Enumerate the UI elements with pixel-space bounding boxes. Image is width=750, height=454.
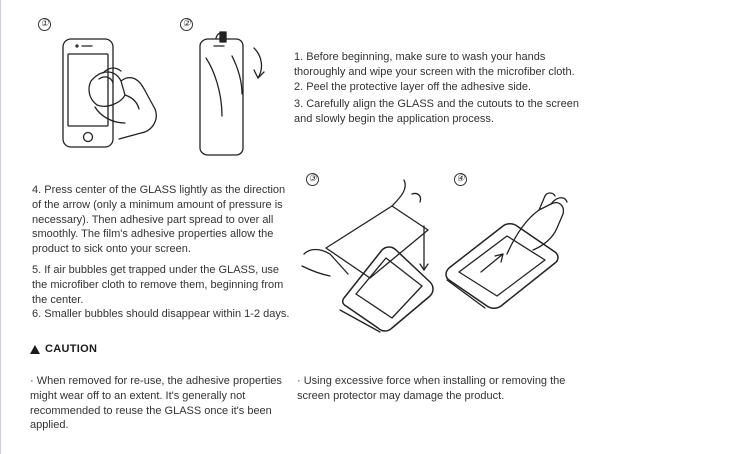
step-number-1: ① [38, 18, 51, 31]
steps-top-text: 1. Before beginning, make sure to wash y… [294, 50, 584, 127]
step-number-3: ③ [306, 173, 319, 186]
caution-heading: CAUTION [30, 343, 97, 355]
step-3-text: 3. Carefully align the GLASS and the cut… [294, 98, 579, 126]
apply-glass-illustration [301, 179, 434, 333]
step-6-text: 6. Smaller bubbles should disappear with… [32, 308, 290, 321]
wipe-screen-illustration [62, 38, 157, 148]
warning-icon [30, 344, 40, 354]
step-1-text: 1. Before beginning, make sure to wash y… [294, 51, 575, 78]
step-4-text: 4. Press center of the GLASS lightly as … [32, 184, 286, 256]
step-2-text: 2. Peel the protective layer off the adh… [294, 80, 532, 93]
step-5-text: 5. If air bubbles get trapped under the … [32, 263, 284, 306]
caution-title: CAUTION [45, 343, 98, 355]
window-edge [0, 0, 1, 454]
steps-bottom-text: 4. Press center of the GLASS lightly as … [32, 183, 294, 322]
caution-left-text: · When removed for re-use, the adhesive … [30, 375, 282, 432]
press-center-illustration [445, 192, 568, 309]
step-number-4: ④ [454, 173, 467, 186]
step-number-2: ② [180, 18, 193, 31]
caution-right-text: · Using excessive force when installing … [297, 375, 566, 402]
peel-film-illustration [199, 31, 265, 156]
